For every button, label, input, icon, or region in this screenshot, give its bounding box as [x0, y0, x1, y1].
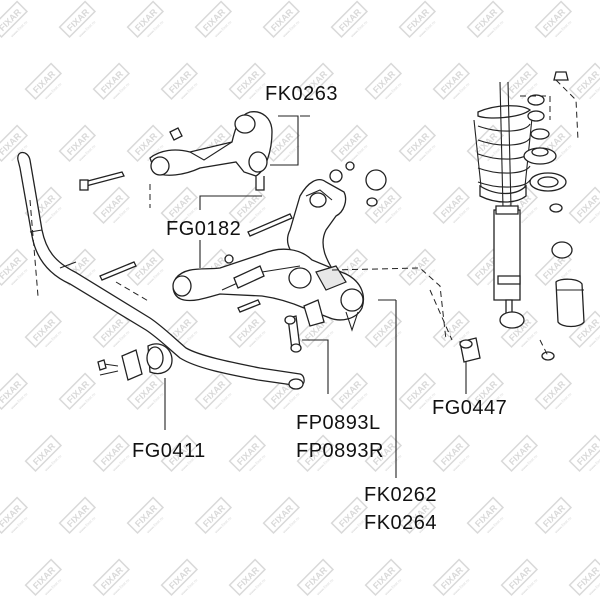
- shock-bushing: [459, 337, 481, 394]
- shock-absorber: [493, 81, 525, 329]
- lower-arm-bolts: [99, 213, 293, 313]
- strut-mount-stack: [523, 71, 585, 361]
- stabilizer-bushing-group: [97, 343, 173, 430]
- label-fk0262: FK0262: [364, 484, 438, 506]
- label-fg0411: FG0411: [132, 440, 206, 462]
- upper-arm-bolt: [79, 127, 183, 191]
- label-fg0182: FG0182: [166, 218, 242, 240]
- stabilizer-bar: [17, 151, 305, 390]
- label-fp0893r: FP0893R: [296, 440, 384, 462]
- assembly-guides: [29, 79, 579, 357]
- leader-lines: [199, 195, 397, 478]
- stabilizer-link: [284, 315, 329, 394]
- label-fk0264: FK0264: [364, 512, 438, 534]
- upper-control-arm: [149, 111, 310, 191]
- lower-control-arm: [172, 248, 365, 332]
- label-fg0447: FG0447: [432, 397, 508, 419]
- label-fk0263: FK0263: [265, 83, 339, 105]
- label-fp0893l: FP0893L: [296, 412, 381, 434]
